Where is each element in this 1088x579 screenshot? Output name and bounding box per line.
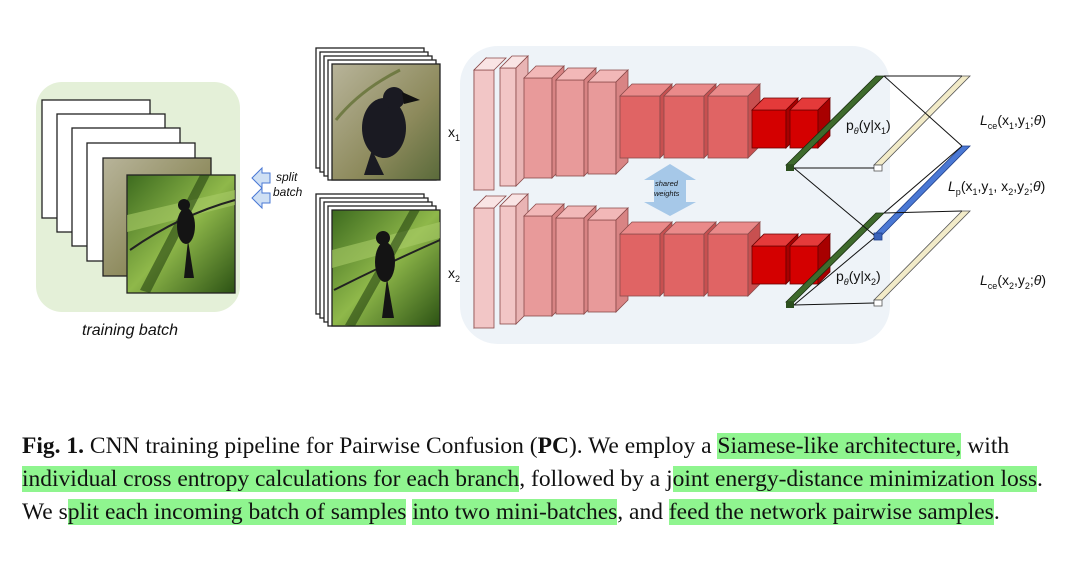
lp-label: Lp(x1,y1, x2,y2;θ) <box>948 178 1046 197</box>
caption-text: j <box>666 466 673 492</box>
caption-highlight: into two mini-batches <box>412 499 618 525</box>
lce-2-label: Lce(x2,y2;θ) <box>980 272 1047 291</box>
p-theta-2-label: pθ(y|x2) <box>836 268 881 287</box>
caption-text: with <box>961 433 1010 459</box>
caption-pc: PC <box>537 433 569 459</box>
shared-label: shared <box>655 179 678 188</box>
caption-highlight: Siamese-like architecture, <box>717 433 962 459</box>
caption-text: , followed by a <box>519 466 667 492</box>
cnn-branch-1 <box>473 55 831 191</box>
batch-stack <box>41 99 236 294</box>
mini-batch-1 <box>315 47 441 181</box>
connections <box>793 75 963 306</box>
caption-text: , and <box>617 499 669 525</box>
cnn-branch-2 <box>473 193 831 329</box>
pipeline-diagram <box>36 46 971 344</box>
x2-label: x2 <box>448 265 461 284</box>
split-label: split <box>276 170 298 184</box>
batch-label: batch <box>273 185 303 199</box>
caption-text: ). We employ a <box>568 433 718 459</box>
shared-weights-arrow <box>644 164 696 216</box>
caption-highlight: feed the network pairwise samples <box>668 499 994 525</box>
figure: training batch split batch x1 x2 shared … <box>36 46 1047 344</box>
lce-1-label: Lce(x1,y1;θ) <box>980 112 1047 131</box>
caption-highlight: plit each incoming batch of samples <box>67 499 407 525</box>
caption-text: . <box>993 499 1000 525</box>
split-batch-arrow <box>251 166 271 190</box>
p-theta-1-label: pθ(y|x1) <box>846 117 891 136</box>
caption-text: CNN training pipeline for Pairwise Confu… <box>84 433 538 459</box>
weights-label: weights <box>654 189 680 198</box>
mini-batch-2 <box>315 193 441 327</box>
x1-label: x1 <box>448 124 461 143</box>
caption-text: . We s <box>22 466 1043 525</box>
caption-highlight: oint energy-distance minimization loss <box>672 466 1038 492</box>
figure-caption: Fig. 1. CNN training pipeline for Pairwi… <box>22 430 1068 529</box>
training-batch-label: training batch <box>82 322 179 339</box>
batch-top-image <box>126 174 236 294</box>
caption-highlight: individual cross entropy calculations fo… <box>22 466 520 492</box>
caption-fig-label: Fig. 1. <box>22 433 85 459</box>
